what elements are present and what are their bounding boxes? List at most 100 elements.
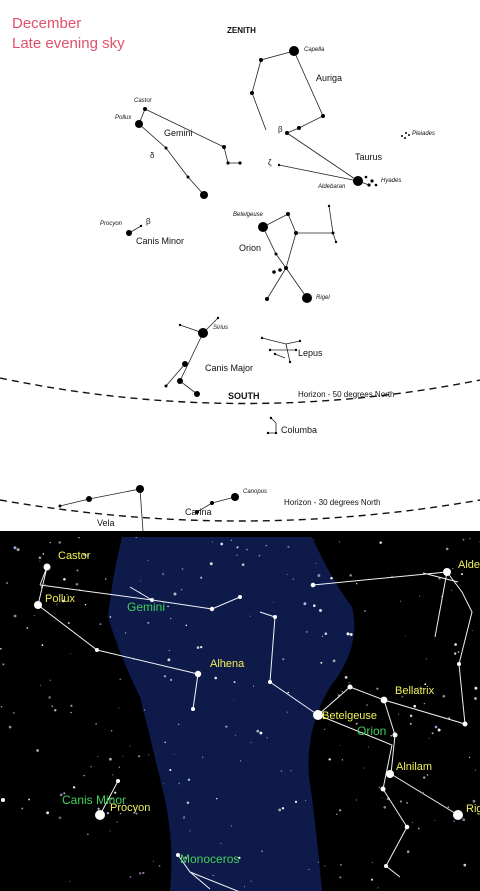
field-star <box>69 880 71 882</box>
field-star <box>303 602 307 606</box>
field-star <box>339 745 341 746</box>
field-star <box>249 615 251 617</box>
field-star <box>315 562 317 564</box>
field-star <box>341 759 344 761</box>
field-star <box>135 812 138 815</box>
field-star <box>236 546 239 549</box>
field-star <box>397 713 400 715</box>
field-star <box>250 880 252 882</box>
field-star <box>63 577 66 581</box>
field-star <box>246 548 248 551</box>
field-star <box>200 645 203 649</box>
field-star <box>63 792 66 795</box>
field-star <box>36 749 39 752</box>
procyon-label: Procyon <box>100 221 123 227</box>
field-star <box>167 658 171 662</box>
field-star <box>338 809 342 812</box>
field-star <box>428 737 430 739</box>
field-star <box>278 808 282 812</box>
field-star <box>355 799 358 801</box>
field-star <box>313 604 316 607</box>
field-star <box>378 786 380 789</box>
zenith-label: ZENITH <box>227 26 256 35</box>
field-star <box>169 617 172 620</box>
field-star <box>425 658 428 660</box>
gemini-label: Gemini <box>164 128 193 138</box>
field-star <box>214 676 217 680</box>
field-star <box>109 757 112 761</box>
field-star <box>0 705 3 708</box>
field-star <box>390 735 392 737</box>
field-star <box>319 609 322 612</box>
field-star <box>463 863 467 867</box>
field-star <box>423 792 425 793</box>
field-star <box>183 817 185 819</box>
field-star <box>308 869 310 870</box>
field-star <box>164 741 166 744</box>
field-star <box>147 621 150 624</box>
field-star <box>418 686 420 688</box>
field-star <box>70 711 72 714</box>
field-star <box>238 856 241 860</box>
field-star <box>40 684 42 686</box>
field-star <box>287 545 290 548</box>
field-stars <box>0 537 480 889</box>
field-star <box>90 766 92 768</box>
field-star <box>189 830 191 832</box>
field-star <box>252 685 255 687</box>
field-star <box>142 871 145 874</box>
field-star <box>158 865 161 867</box>
field-star <box>16 548 20 552</box>
field-star <box>135 537 138 538</box>
field-star <box>250 741 252 743</box>
field-star <box>39 560 41 562</box>
field-star <box>44 583 46 585</box>
field-star <box>13 712 15 714</box>
field-star <box>294 800 298 804</box>
field-star <box>233 681 236 684</box>
field-star <box>163 675 166 678</box>
field-star <box>423 702 426 705</box>
horizon-30-curve <box>0 499 480 522</box>
field-star <box>379 541 382 544</box>
field-star <box>6 582 8 584</box>
field-star <box>162 572 165 576</box>
field-star <box>178 723 180 726</box>
columba-lines <box>268 417 277 434</box>
field-star <box>447 806 450 809</box>
field-star <box>0 648 2 650</box>
aldebaran-label: Aldebaran <box>318 184 346 190</box>
field-star <box>292 578 294 580</box>
field-star <box>442 694 446 698</box>
field-star <box>341 690 343 693</box>
field-star <box>286 573 288 575</box>
field-star <box>185 624 188 627</box>
field-star <box>51 705 54 708</box>
field-star <box>8 725 12 729</box>
field-star <box>196 646 200 649</box>
field-star <box>348 682 350 684</box>
pollux-label: Pollux <box>115 115 132 121</box>
milky-way-band <box>108 537 355 891</box>
field-star <box>147 559 149 561</box>
field-star <box>318 861 320 863</box>
alhena-star-label: Alhena <box>210 658 245 670</box>
field-star <box>26 626 29 629</box>
field-star <box>106 811 110 815</box>
field-star <box>33 614 35 617</box>
field-star <box>178 782 181 785</box>
field-star <box>13 546 17 550</box>
auriga-label: Auriga <box>316 73 343 83</box>
field-star <box>409 722 412 725</box>
sky-chart-print: December Late evening sky ZENITH SOUTH H… <box>0 15 480 531</box>
field-star <box>265 544 267 547</box>
field-star <box>105 578 107 580</box>
field-star <box>321 635 324 637</box>
field-star <box>377 887 379 889</box>
field-star <box>110 729 113 732</box>
field-star <box>454 643 457 646</box>
field-star <box>109 830 111 832</box>
horizon-30-label: Horizon - 30 degrees North <box>284 498 381 507</box>
field-star <box>399 800 403 803</box>
field-star <box>461 573 463 576</box>
